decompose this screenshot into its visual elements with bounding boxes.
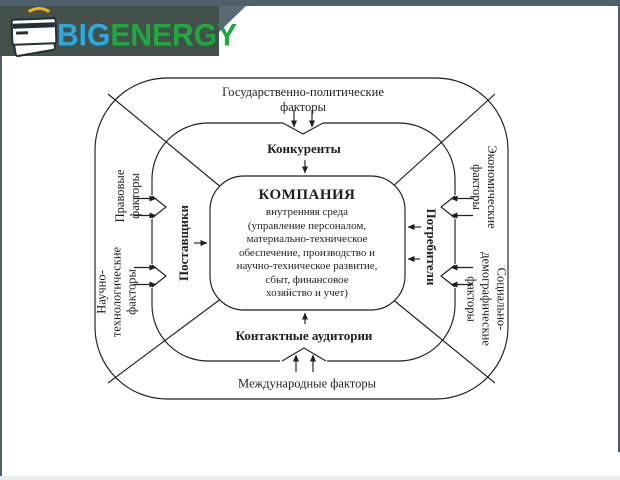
- label-gov-political-factors: Государственно-политические факторы: [222, 85, 384, 114]
- label-contact-audiences: Контактные аудитории: [235, 328, 373, 344]
- label-socio-demographic-factors: Социально- демографические факторы: [464, 252, 509, 346]
- notch-left-upper: [134, 195, 167, 219]
- notch-top: [282, 110, 324, 135]
- page-border-top: [0, 0, 620, 6]
- card-stack-icon: [6, 6, 58, 62]
- company-block: КОМПАНИЯ внутренняя среда (управление пе…: [236, 186, 378, 299]
- label-economic-factors: Экономические факторы: [470, 145, 499, 229]
- label-international-factors: Международные факторы: [238, 376, 376, 391]
- arc-icon: [24, 7, 54, 29]
- logo-word-big: BIG: [57, 18, 111, 53]
- label-sci-tech-factors: Научно- технологические факторы: [94, 246, 139, 338]
- label-suppliers: Поставщики: [176, 205, 192, 281]
- corner-diagonals: [107, 93, 496, 384]
- label-consumers: Потребители: [423, 208, 439, 286]
- page-border-right: [618, 0, 620, 452]
- page-border-bottom: [0, 476, 620, 480]
- company-subtitle: внутренняя среда: [265, 205, 349, 218]
- logo-word-energy: ENERGY: [110, 18, 238, 53]
- notch-bottom: [280, 347, 327, 372]
- notch-right-lower: [440, 264, 473, 288]
- company-title: КОМПАНИЯ: [258, 186, 356, 203]
- macro-ring: [94, 77, 509, 400]
- logo-banner[interactable]: BIGENERGY: [0, 6, 237, 58]
- company-arrows: [194, 160, 421, 324]
- label-competitors: Конкуренты: [267, 141, 341, 157]
- notch-right-upper: [440, 195, 473, 219]
- notch-left-lower: [134, 264, 167, 288]
- company-box: [209, 175, 406, 311]
- label-legal-factors: Правовые факторы: [113, 169, 142, 223]
- page-border-left: [0, 0, 2, 480]
- logo-text: BIGENERGY: [57, 19, 237, 52]
